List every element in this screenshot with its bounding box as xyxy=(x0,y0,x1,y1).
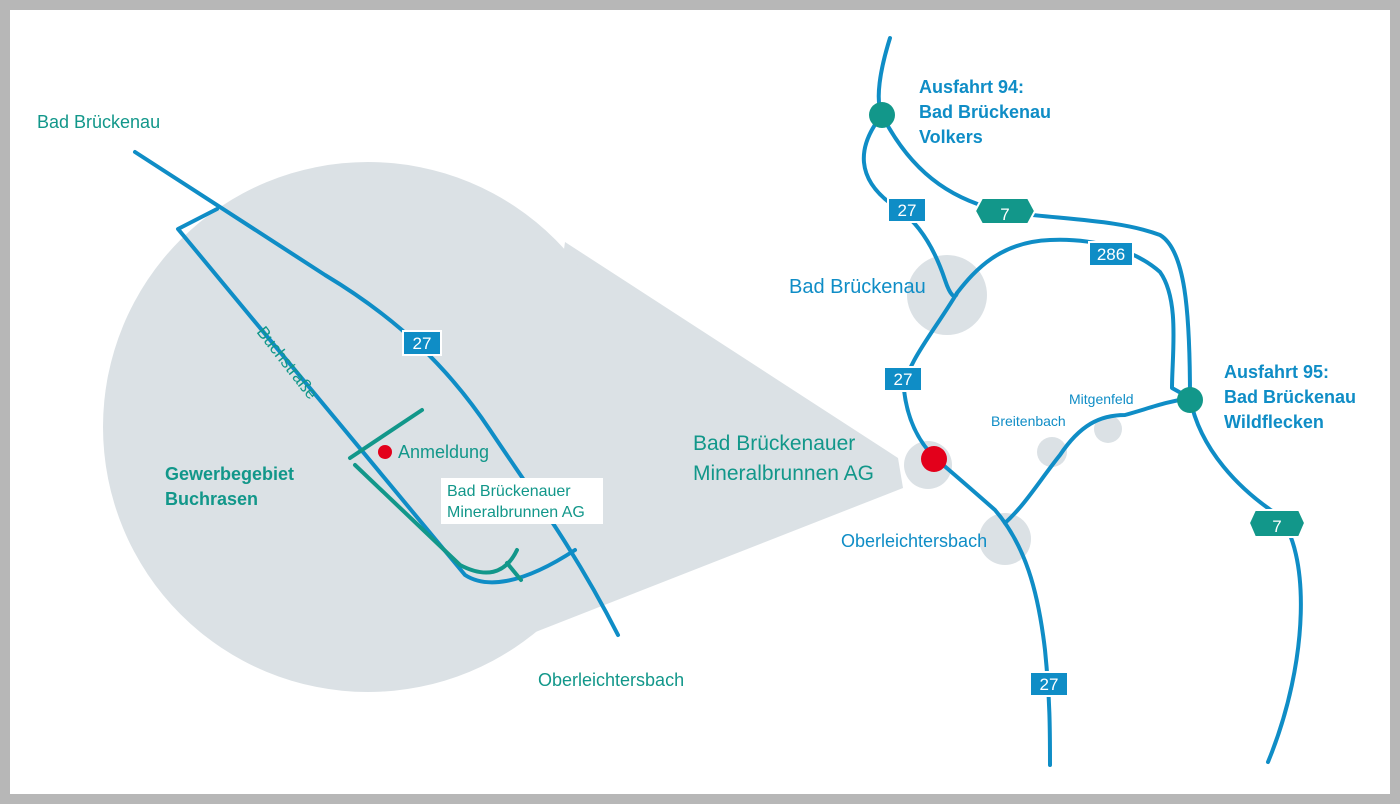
detail-b27-shield xyxy=(402,330,442,356)
area-oberleichtersbach xyxy=(979,513,1031,565)
b27-shield-south-label: 27 xyxy=(1040,675,1059,694)
b27-shield-north-label: 27 xyxy=(898,201,917,220)
detail-registration-marker xyxy=(378,445,392,459)
detail-zone-label-2: Buchrasen xyxy=(165,489,258,509)
road-b286 xyxy=(955,237,1192,400)
detail-road-access xyxy=(348,408,424,460)
exit-94-marker xyxy=(869,102,895,128)
exit94-label-2: Bad Brückenau xyxy=(919,102,1051,122)
detail-registration-label: Anmeldung xyxy=(398,442,489,462)
town-bad-brueckenau-label: Bad Brückenau xyxy=(789,276,926,298)
area-breitenbach xyxy=(1037,437,1067,467)
b27-shield-north xyxy=(887,197,927,223)
road-exit94-loop xyxy=(861,113,902,212)
detail-company-label-1: Bad Brückenauer xyxy=(447,483,571,500)
area-bad-brueckenau xyxy=(907,255,987,335)
b27-shield-middle-label: 27 xyxy=(894,370,913,389)
exit95-label-3: Wildflecken xyxy=(1224,412,1324,432)
exit95-label-2: Bad Brückenau xyxy=(1224,387,1356,407)
village-mitgenfeld-label: Mitgenfeld xyxy=(1069,391,1134,407)
village-breitenbach-label: Breitenbach xyxy=(991,413,1066,429)
detail-town-north-label: Bad Brückenau xyxy=(37,112,160,132)
a7-shield-north xyxy=(973,197,1037,225)
detail-zone-label-1: Gewerbegebiet xyxy=(165,464,294,484)
detail-road-b27 xyxy=(133,150,620,637)
map-canvas: 27 Bad Brückenau Oberleichtersbach Buchs… xyxy=(37,36,1356,767)
a7-shield-south xyxy=(1247,509,1307,538)
detail-road-factory xyxy=(353,463,519,575)
b286-shield xyxy=(1088,241,1134,267)
exit94-label-1: Ausfahrt 94: xyxy=(919,77,1024,97)
company-label-2: Mineralbrunnen AG xyxy=(693,462,874,485)
a7-shield-north-label: 7 xyxy=(1000,205,1009,224)
area-mitgenfeld xyxy=(1094,415,1122,443)
town-oberleichtersbach-label: Oberleichtersbach xyxy=(841,531,987,551)
road-b27 xyxy=(898,208,1052,767)
map-frame: 27 Bad Brückenau Oberleichtersbach Buchs… xyxy=(10,10,1390,794)
company-label-1: Bad Brückenauer xyxy=(693,432,855,455)
detail-road-factory-stub xyxy=(505,561,523,582)
b27-shield-middle xyxy=(883,366,923,392)
exit94-label-3: Volkers xyxy=(919,127,983,147)
b286-shield-label: 286 xyxy=(1097,245,1125,264)
b27-shield-south xyxy=(1029,671,1069,697)
detail-town-south-label: Oberleichtersbach xyxy=(538,670,684,690)
a7-shield-south-label: 7 xyxy=(1272,517,1281,536)
exit95-label-1: Ausfahrt 95: xyxy=(1224,362,1329,382)
road-villages xyxy=(1003,396,1192,525)
detail-zoom-circle xyxy=(103,162,633,692)
detail-company-box xyxy=(441,478,603,524)
exit-95-marker xyxy=(1177,387,1203,413)
detail-b27-label: 27 xyxy=(413,334,432,353)
company-marker xyxy=(921,446,947,472)
detail-company-label-2: Mineralbrunnen AG xyxy=(447,504,585,521)
detail-road-buchstrasse xyxy=(176,207,577,585)
